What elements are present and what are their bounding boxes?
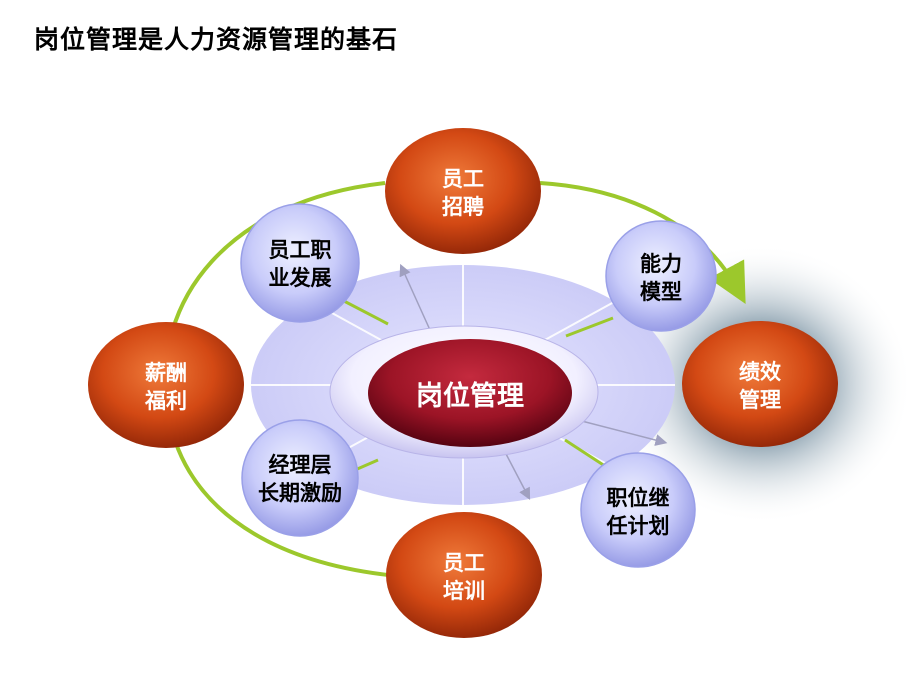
node-training-line1: 员工 <box>443 551 485 575</box>
green-connectors <box>341 298 614 472</box>
node-recruit-line1: 员工 <box>442 167 484 191</box>
node-comp-line1: 薪酬 <box>145 361 187 385</box>
node-competency-line2: 模型 <box>640 280 682 304</box>
node-career[interactable]: 员工职 业发展 <box>240 203 360 323</box>
node-perf-line1: 绩效 <box>739 360 781 384</box>
node-training[interactable]: 员工 培训 <box>386 512 542 638</box>
center-label: 岗位管理 <box>416 380 524 412</box>
center-node[interactable] <box>368 339 572 447</box>
node-succession[interactable]: 职位继 任计划 <box>580 452 696 568</box>
node-succession-line1: 职位继 <box>607 486 670 510</box>
node-training-line2: 培训 <box>443 579 485 603</box>
page-title: 岗位管理是人力资源管理的基石 <box>34 25 399 54</box>
node-perf[interactable]: 绩效 管理 <box>682 321 838 447</box>
node-incentive[interactable]: 经理层 长期激励 <box>241 419 359 537</box>
node-incentive-line2: 长期激励 <box>258 481 342 505</box>
node-succession-line2: 任计划 <box>606 514 670 538</box>
node-perf-line2: 管理 <box>739 388 781 412</box>
outer-ring-arrow-arc <box>539 181 746 305</box>
node-recruit-line2: 招聘 <box>442 195 484 219</box>
node-comp-line2: 福利 <box>144 389 187 413</box>
gray-arrows <box>399 263 668 500</box>
node-incentive-line1: 经理层 <box>269 453 332 477</box>
node-recruit[interactable]: 员工 招聘 <box>385 128 541 254</box>
node-competency-line1: 能力 <box>640 252 682 276</box>
node-competency[interactable]: 能力 模型 <box>605 220 717 332</box>
node-career-line1: 员工职 <box>269 238 332 262</box>
node-comp[interactable]: 薪酬 福利 <box>88 322 244 448</box>
node-career-line2: 业发展 <box>269 266 332 290</box>
